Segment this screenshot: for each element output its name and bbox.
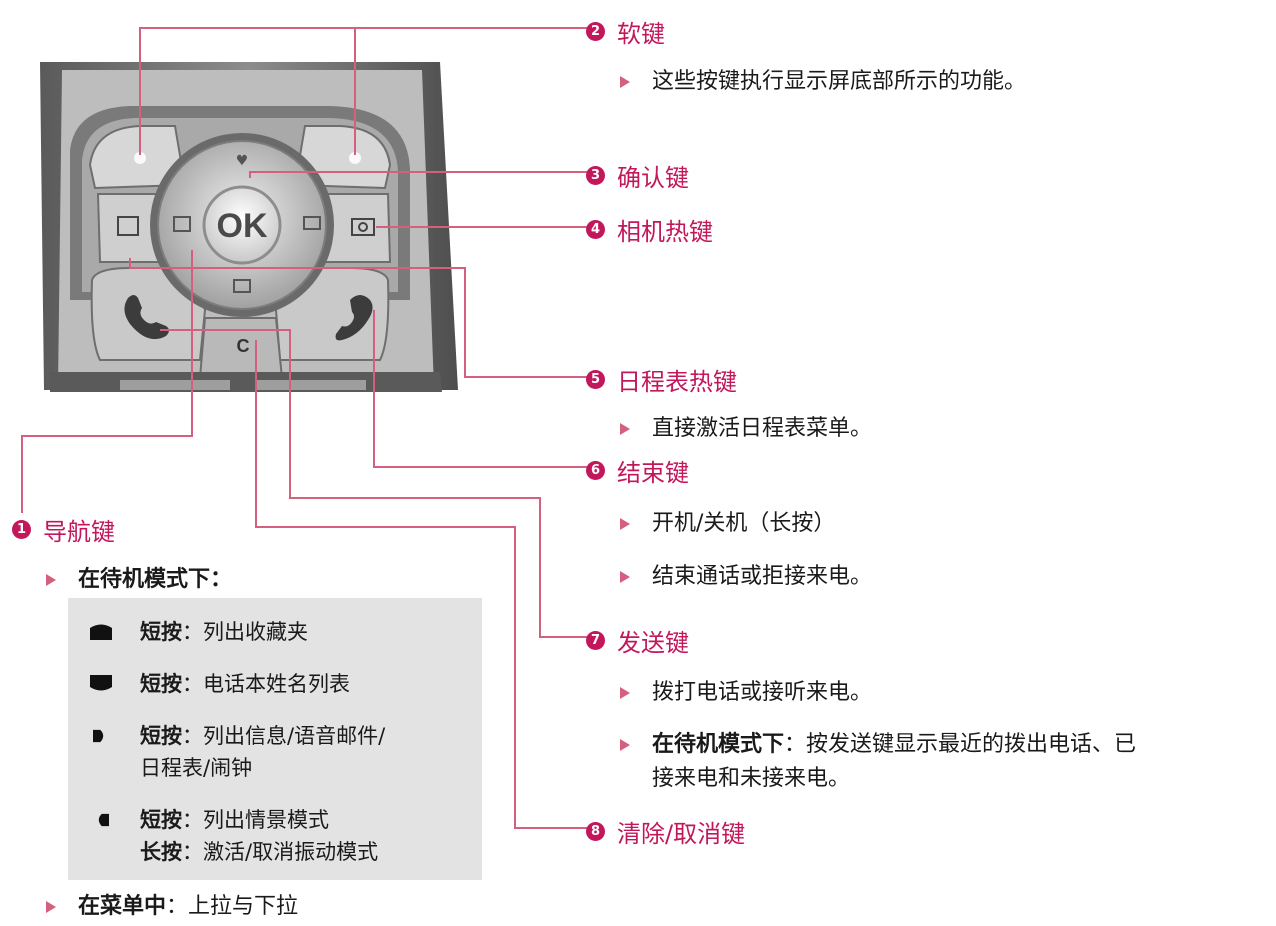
phone-keypad-illustration: OK ♥ C [40,62,458,392]
end-description-1: 开机/关机（长按） [618,507,835,541]
number-badge: 6 [586,461,605,480]
send-key-title: 发送键 [617,629,689,657]
ok-key-title: 确认键 [617,164,689,192]
end-description-2: 结束通话或拒接来电。 [618,560,872,594]
number-badge: 1 [12,520,31,539]
soft-keys-title: 软键 [617,20,665,48]
number-badge: 4 [586,220,605,239]
nav-down-icon [90,675,112,691]
navigation-key-title: 导航键 [43,518,115,546]
callout-soft-keys: 2 软键 [586,14,665,49]
callout-calendar-hotkey: 5 日程表热键 [586,362,737,397]
calendar-hotkey-title: 日程表热键 [617,368,737,396]
callout-ok-key: 3 确认键 [586,158,689,193]
callout-end-key: 6 结束键 [586,453,689,488]
end-key-title: 结束键 [617,459,689,487]
number-badge: 2 [586,22,605,41]
number-badge: 3 [586,166,605,185]
nav-right-icon [93,729,104,743]
nav-menu-description: 在菜单中：上拉与下拉 [44,890,298,924]
callout-clear-key: 8 清除/取消键 [586,814,745,849]
clear-key-title: 清除/取消键 [617,820,746,848]
callout-camera-hotkey: 4 相机热键 [586,212,713,247]
calendar-description: 直接激活日程表菜单。 [618,412,872,446]
camera-hotkey-title: 相机热键 [617,218,713,246]
ok-label: OK [217,207,268,245]
clear-label: C [237,336,250,356]
callout-navigation-key: 1 导航键 [12,512,115,547]
soft-keys-description: 这些按键执行显示屏底部所示的功能。 [618,65,1026,99]
send-description-2: 在待机模式下：按发送键显示最近的拨出电话、已 接来电和未接来电。 [618,728,1276,796]
svg-text:♥: ♥ [236,153,249,169]
send-description-1: 拨打电话或接听来电。 [618,676,872,710]
number-badge: 8 [586,822,605,841]
nav-standby-heading: 在待机模式下： [44,563,232,597]
number-badge: 5 [586,370,605,389]
nav-left-icon [98,813,109,827]
number-badge: 7 [586,631,605,650]
nav-up-icon [90,624,112,640]
nav-function-box: 短按：列出收藏夹 短按：电话本姓名列表 短按：列出信息/语音邮件/ 日程表/闹钟… [68,598,482,880]
callout-send-key: 7 发送键 [586,623,689,658]
